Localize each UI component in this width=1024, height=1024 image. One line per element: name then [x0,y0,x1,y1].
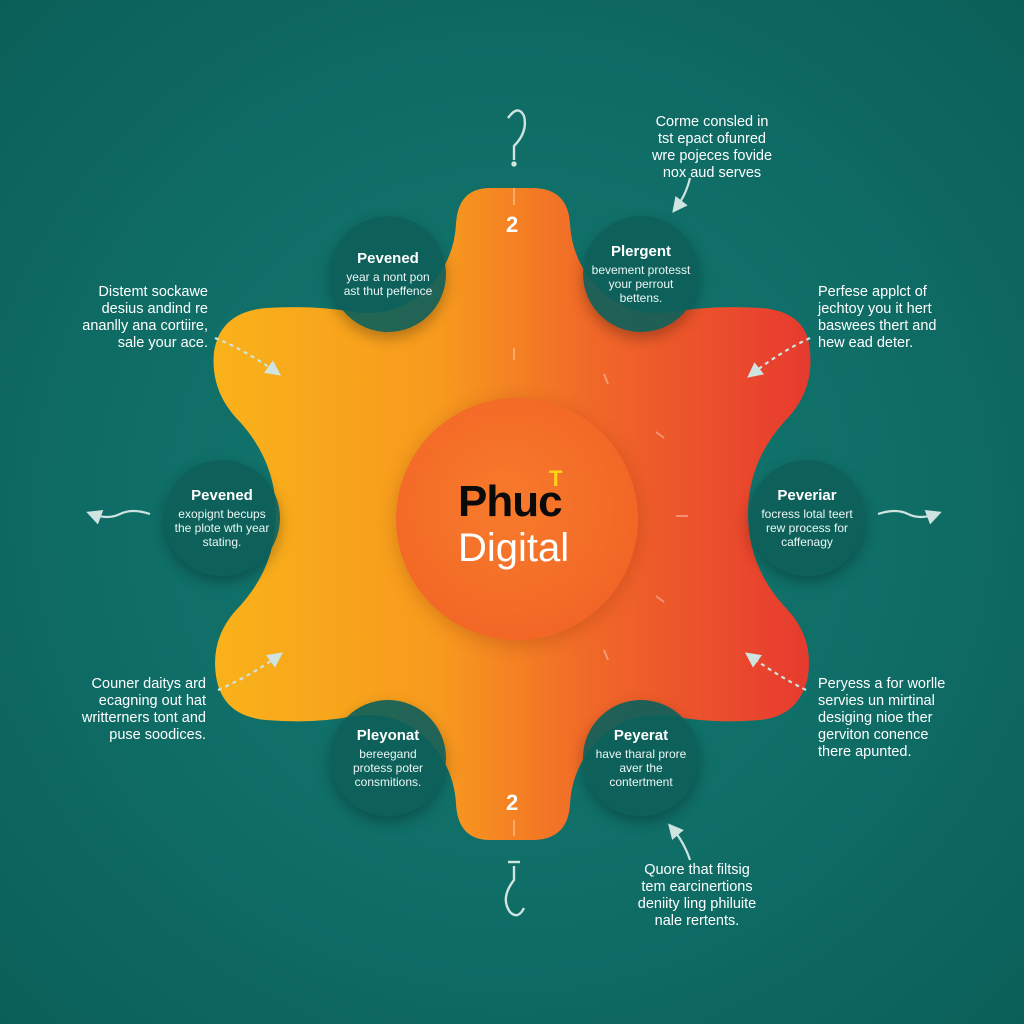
note-line: ecagning out hat [98,693,206,709]
node-body: year a nont pon ast thut peffence [343,270,433,298]
brand-name: Phuc [458,477,563,526]
node-title: Pevened [357,250,419,267]
note-bottom-right: Quore that filtsig tem earcinertions den… [622,862,772,930]
step-number-bottom: 2 [506,790,519,815]
gear-dash-accents [513,188,688,836]
center-circle [396,398,638,640]
note-line: Perfese applct of [818,284,927,300]
note-line: tst epact ofunred [657,131,766,147]
note-line: Distemt sockawe [98,284,208,300]
node-middle-right: Peveriar focress lotal teert rew process… [749,460,865,576]
note-top-right: Corme consled in tst epact ofunred wre p… [642,114,782,182]
node-body: have tharal prore aver the contertment [595,747,687,789]
note-line: ananlly ana cortiire, [82,318,208,334]
node-body: focress lotal teert rew process for caff… [761,507,853,549]
note-line: puse soodices. [109,727,206,743]
note-line: gerviton conence [818,727,929,743]
note-line: Couner daitys ard [91,676,206,692]
node-title: Plergent [610,243,671,260]
note-lower-left: Couner daitys ard ecagning out hat writt… [60,676,206,744]
note-line: Peryess a for worlle [818,676,946,692]
note-line: writterners tont and [81,710,206,726]
hook-icons [504,109,527,917]
pointer-arrows [86,177,942,861]
node-bottom-right: Peyerat have tharal prore aver the conte… [583,700,699,816]
node-title: Peyerat [613,727,669,744]
note-line: nox aud serves [662,165,762,181]
node-top-left: Pevened year a nont pon ast thut peffenc… [330,216,446,332]
note-line: sale your ace. [117,335,208,351]
note-line: there apunted. [818,744,912,760]
step-number-top: 2 [506,212,519,237]
brand-mark: T [549,466,563,491]
note-line: baswees thert and [818,318,937,334]
note-line: deniity ling philuite [637,896,757,912]
note-line: desius andind re [101,301,208,317]
note-upper-left: Distemt sockawe desius andind re ananlly… [62,284,208,352]
node-bottom-left: Pleyonat bereegand protess poter consmit… [330,700,446,816]
note-line: Corme consled in [655,114,769,130]
node-top-right: Plergent bevement protesst your perrout … [583,216,699,332]
note-line: nale rertents. [654,913,740,929]
note-line: desiging nioe ther [818,710,933,726]
note-line: jechtoy you it hert [818,301,932,317]
note-line: wre pojeces fovide [651,148,773,164]
note-lower-right: Peryess a for worlle servies un mirtinal… [818,676,978,761]
brand-subtitle: Digital [458,526,570,570]
note-line: servies un mirtinal [818,693,935,709]
node-body: bevement protesst your perrout bettens. [591,263,691,305]
note-line: Quore that filtsig [644,862,750,878]
node-middle-left: Pevened exopignt becups the plote wth ye… [164,460,280,576]
node-body: exopignt becups the plote wth year stati… [174,507,270,549]
node-title: Peveriar [777,487,837,504]
note-line: tem earcinertions [641,879,753,895]
node-body: bereegand protess poter consmitions. [352,747,424,789]
note-upper-right: Perfese applct of jechtoy you it hert ba… [818,284,968,352]
node-title: Pevened [191,487,253,504]
note-line: hew ead deter. [818,335,914,351]
node-title: Pleyonat [356,727,420,744]
